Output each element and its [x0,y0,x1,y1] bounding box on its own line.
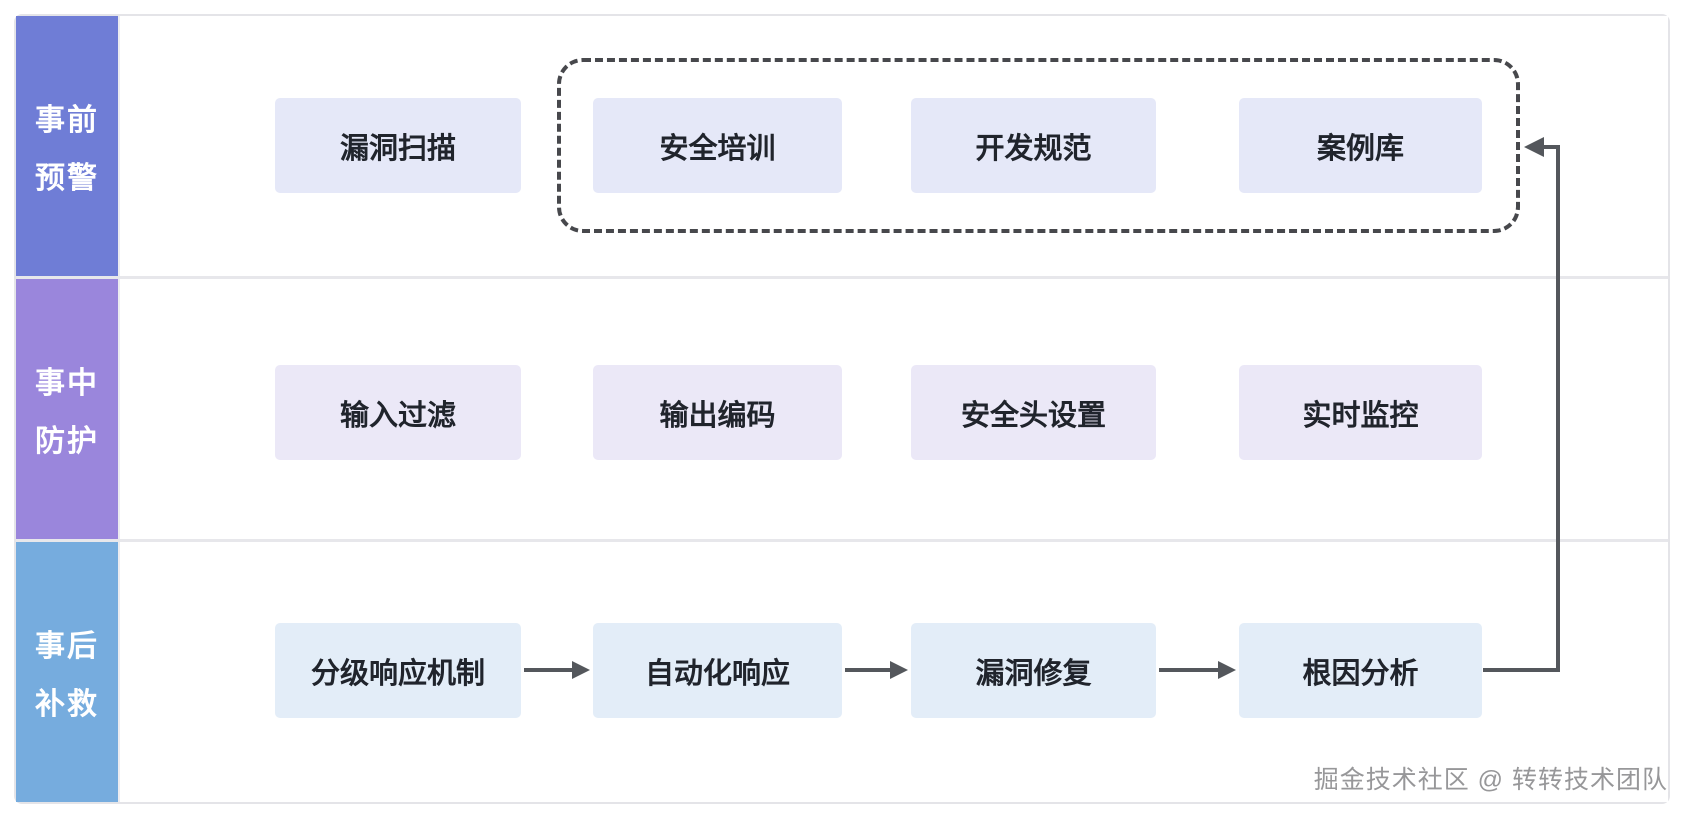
lane-header-in-process-protection: 事中 防护 [16,279,120,539]
node-tiered-response: 分级响应机制 [275,623,521,718]
lane-label-line: 事前 [35,104,99,137]
watermark-text: 掘金技术社区 @ 转转技术团队 [1313,766,1668,794]
lane-label-line: 预警 [35,162,99,195]
lane-label-line: 补救 [35,688,99,721]
node-input-filtering: 输入过滤 [275,365,521,460]
lane-header-pre-warning: 事前 预警 [16,16,120,276]
node-security-headers: 安全头设置 [911,365,1156,460]
node-vulnerability-fix: 漏洞修复 [911,623,1156,718]
node-security-training: 安全培训 [593,98,842,193]
node-output-encoding: 输出编码 [593,365,842,460]
node-vulnerability-scan: 漏洞扫描 [275,98,521,193]
lane-label-line: 事后 [35,630,99,663]
node-root-cause-analysis: 根因分析 [1239,623,1482,718]
lane-header-post-remediation: 事后 补救 [16,542,120,802]
lane-label-line: 防护 [35,425,99,458]
node-case-library: 案例库 [1239,98,1482,193]
node-dev-standards: 开发规范 [911,98,1156,193]
node-automated-response: 自动化响应 [593,623,842,718]
node-realtime-monitoring: 实时监控 [1239,365,1482,460]
lane-label-line: 事中 [35,367,99,400]
